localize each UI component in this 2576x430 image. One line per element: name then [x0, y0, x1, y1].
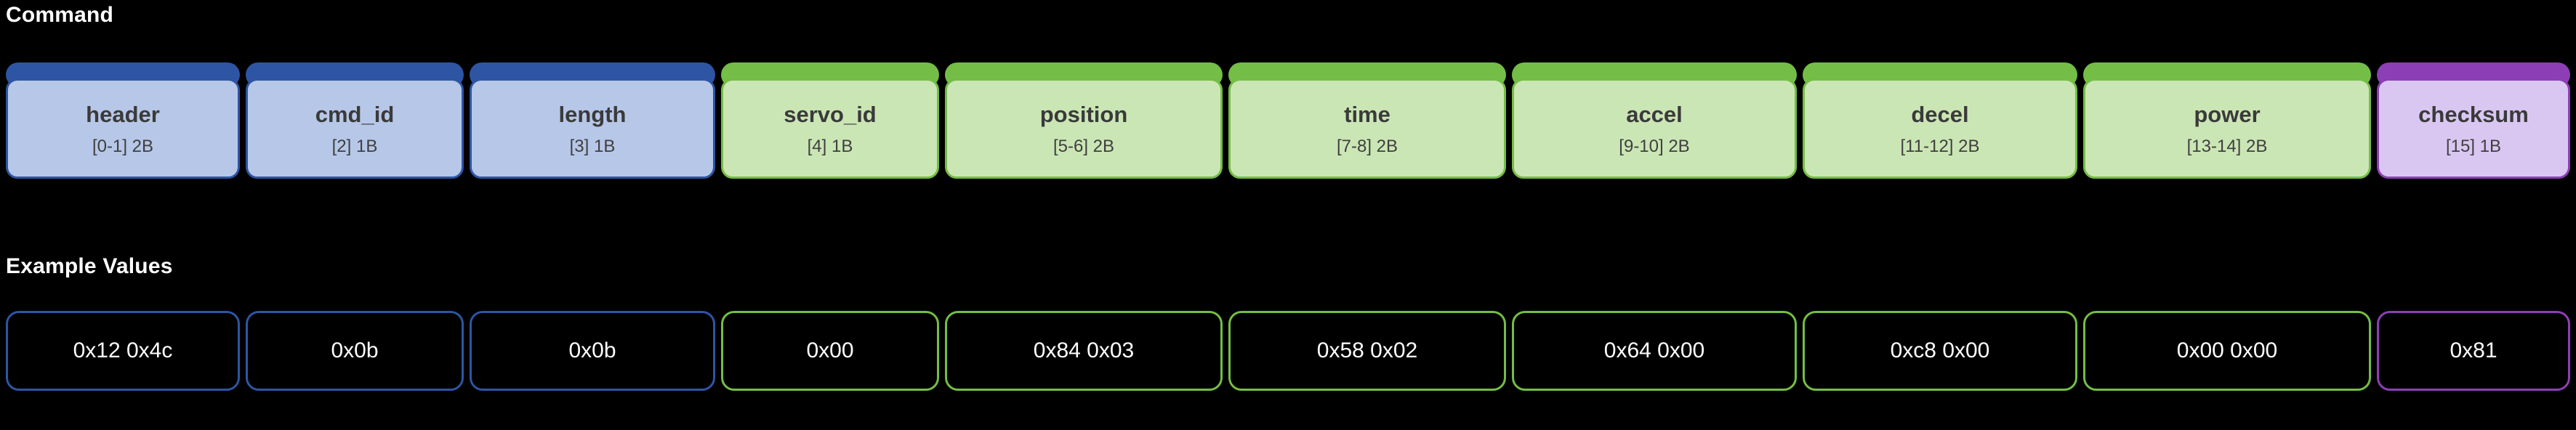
- field-cell-accel: accel [9-10] 2B: [1512, 62, 1797, 179]
- field-cell-servo-id: servo_id [4] 1B: [721, 62, 939, 179]
- field-name-label: accel: [1626, 101, 1683, 127]
- field-byte-range-label: [3] 1B: [569, 137, 616, 157]
- example-value-cell-length: 0x0b: [470, 311, 715, 391]
- field-name-label: decel: [1911, 101, 1969, 127]
- field-cell-time: time [7-8] 2B: [1228, 62, 1506, 179]
- field-byte-range-label: [2] 1B: [331, 137, 378, 157]
- field-cell-cmd-id: cmd_id [2] 1B: [246, 62, 464, 179]
- field-name-label: checksum: [2418, 101, 2529, 127]
- command-section-title: Command: [6, 3, 114, 27]
- field-body-servo-id: servo_id [4] 1B: [721, 78, 939, 179]
- example-value-cell-accel: 0x64 0x00: [1512, 311, 1797, 391]
- field-cell-position: position [5-6] 2B: [945, 62, 1223, 179]
- example-value-cell-header: 0x12 0x4c: [6, 311, 240, 391]
- field-byte-range-label: [9-10] 2B: [1619, 137, 1690, 157]
- example-values-section-title: Example Values: [6, 254, 173, 278]
- field-byte-range-label: [4] 1B: [807, 137, 853, 157]
- field-name-label: power: [2194, 101, 2261, 127]
- field-cell-header: header [0-1] 2B: [6, 62, 240, 179]
- example-value-cell-time: 0x58 0x02: [1228, 311, 1506, 391]
- field-name-label: servo_id: [784, 101, 877, 127]
- field-name-label: position: [1039, 101, 1128, 127]
- example-value-text: 0x0b: [331, 338, 379, 362]
- field-byte-range-label: [15] 1B: [2445, 137, 2502, 157]
- field-body-decel: decel [11-12] 2B: [1803, 78, 2077, 179]
- example-value-cell-power: 0x00 0x00: [2083, 311, 2371, 391]
- field-name-label: time: [1344, 101, 1390, 127]
- example-value-text: 0x00 0x00: [2176, 338, 2278, 362]
- example-value-text: 0x84 0x03: [1033, 338, 1135, 362]
- example-value-text: 0x81: [2450, 338, 2497, 362]
- field-cell-checksum: checksum [15] 1B: [2377, 62, 2570, 179]
- example-value-text: 0x0b: [568, 338, 616, 362]
- field-body-time: time [7-8] 2B: [1228, 78, 1506, 179]
- example-value-text: 0xc8 0x00: [1890, 338, 1990, 362]
- field-body-position: position [5-6] 2B: [945, 78, 1223, 179]
- field-body-cmd-id: cmd_id [2] 1B: [246, 78, 464, 179]
- example-value-text: 0x64 0x00: [1603, 338, 1705, 362]
- field-body-checksum: checksum [15] 1B: [2377, 78, 2570, 179]
- field-byte-range-label: [13-14] 2B: [2186, 137, 2268, 157]
- field-cell-power: power [13-14] 2B: [2083, 62, 2371, 179]
- field-cell-decel: decel [11-12] 2B: [1803, 62, 2077, 179]
- field-byte-range-label: [7-8] 2B: [1336, 137, 1398, 157]
- field-body-header: header [0-1] 2B: [6, 78, 240, 179]
- field-byte-range-label: [11-12] 2B: [1900, 137, 1980, 157]
- field-byte-range-label: [0-1] 2B: [92, 137, 154, 157]
- example-values-row: 0x12 0x4c 0x0b 0x0b 0x00 0x84 0x03 0x58 0x02 0…: [0, 311, 2576, 413]
- field-name-label: header: [86, 101, 160, 127]
- example-value-cell-decel: 0xc8 0x00: [1803, 311, 2077, 391]
- field-body-length: length [3] 1B: [470, 78, 715, 179]
- field-cell-length: length [3] 1B: [470, 62, 715, 179]
- example-value-cell-checksum: 0x81: [2377, 311, 2570, 391]
- field-body-power: power [13-14] 2B: [2083, 78, 2371, 179]
- example-value-text: 0x58 0x02: [1316, 338, 1418, 362]
- command-field-row: header [0-1] 2B cmd_id [2] 1B length [3] 1B se…: [0, 62, 2576, 179]
- example-value-cell-cmd-id: 0x0b: [246, 311, 464, 391]
- field-name-label: cmd_id: [315, 101, 395, 127]
- field-name-label: length: [558, 101, 627, 127]
- field-body-accel: accel [9-10] 2B: [1512, 78, 1797, 179]
- example-value-text: 0x12 0x4c: [73, 338, 173, 362]
- example-value-cell-servo-id: 0x00: [721, 311, 939, 391]
- example-value-cell-position: 0x84 0x03: [945, 311, 1223, 391]
- example-value-text: 0x00: [806, 338, 854, 362]
- field-byte-range-label: [5-6] 2B: [1052, 137, 1115, 157]
